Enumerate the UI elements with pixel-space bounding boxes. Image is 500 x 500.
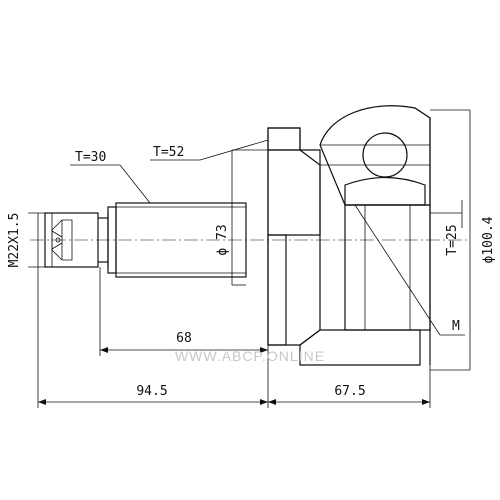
dim-94-5-label: 94.5 — [136, 384, 167, 399]
dim-68-label: 68 — [176, 331, 192, 346]
dim-67-5-label: 67.5 — [334, 384, 365, 399]
dim-t25: T=25 — [430, 200, 463, 256]
cv-cage — [319, 105, 431, 365]
dim-phi-73: ϕ 73 — [215, 149, 268, 286]
dim-68: 68 — [99, 267, 268, 356]
leader-t30: T=30 — [70, 150, 151, 204]
dim-phi-100-4: ϕ100.4 — [430, 109, 496, 371]
wall-t52-label: T=52 — [153, 145, 184, 160]
dim-94-5: 94.5 — [37, 213, 269, 408]
watermark: WWW.ABCP.ONLINE — [175, 348, 325, 364]
marker-m-label: M — [452, 319, 460, 334]
dim-thread: M22X1.5 — [7, 212, 45, 268]
dim-67-5: 67.5 — [268, 365, 431, 408]
thread-spec-label: M22X1.5 — [7, 213, 22, 268]
leader-t52: T=52 — [150, 139, 269, 161]
wall-t30-label: T=30 — [75, 150, 106, 165]
dim-m: M — [354, 204, 465, 336]
outer-diameter-label: ϕ100.4 — [481, 216, 496, 263]
inner-t25-label: T=25 — [445, 224, 460, 255]
shaft — [107, 202, 247, 278]
shaft-diameter-label: ϕ 73 — [215, 224, 230, 255]
